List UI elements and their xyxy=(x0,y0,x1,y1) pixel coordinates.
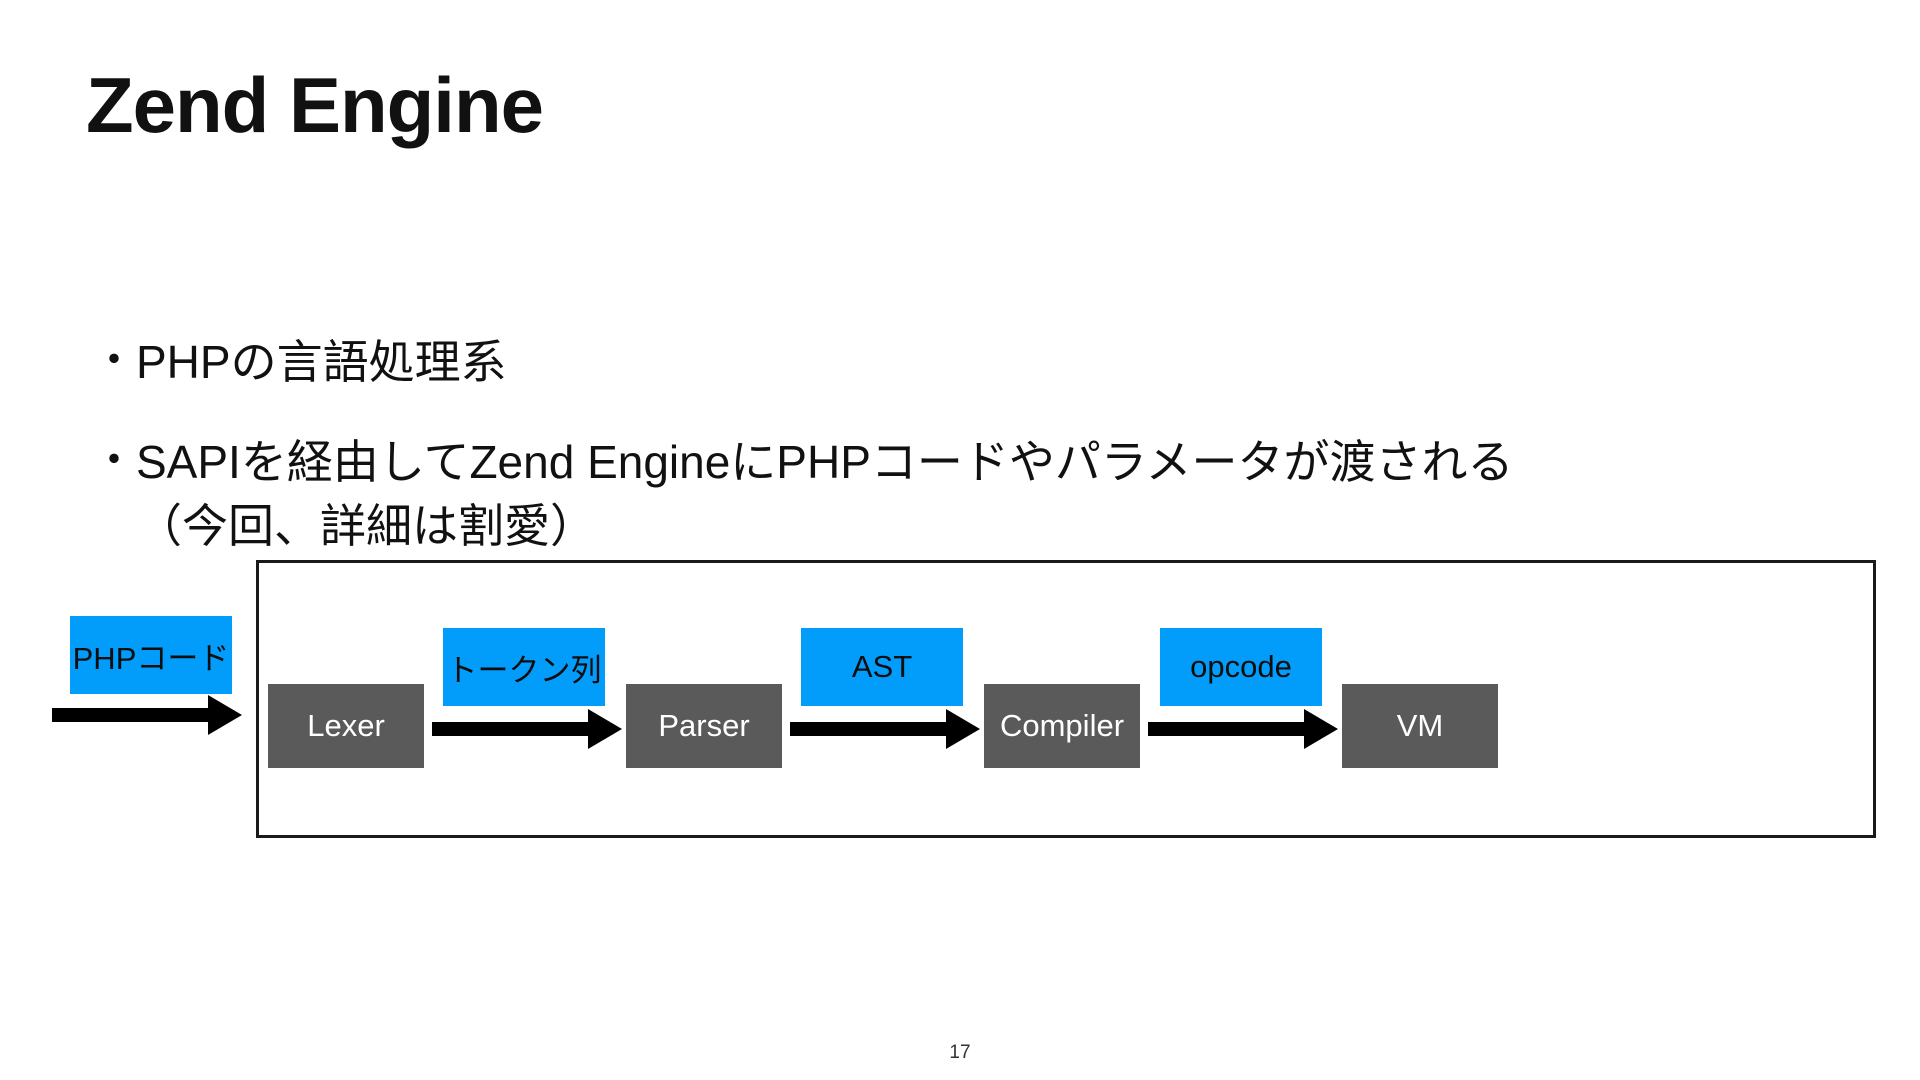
arrow-shaft xyxy=(432,722,588,736)
page-title: Zend Engine xyxy=(86,61,544,149)
zend-engine-pipeline-diagram: PHPコード トークン列 AST opcode Lexer Parser Com… xyxy=(0,560,1920,980)
arrow-head-icon xyxy=(208,695,242,735)
bullet-marker-icon: ・ xyxy=(92,436,136,485)
bullet-list: ・ PHPの言語処理系 ・ SAPIを経由してZend EngineにPHPコー… xyxy=(92,330,1792,594)
data-box-opcode: opcode xyxy=(1160,628,1322,706)
list-item: ・ PHPの言語処理系 xyxy=(92,330,1792,394)
bullet-marker-icon: ・ xyxy=(92,336,136,385)
data-box-token-stream: トークン列 xyxy=(443,628,605,706)
stage-box-vm: VM xyxy=(1342,684,1498,768)
data-box-php-code: PHPコード xyxy=(70,616,232,694)
stage-box-compiler: Compiler xyxy=(984,684,1140,768)
page-number: 17 xyxy=(949,1042,971,1063)
arrow-compiler-to-vm xyxy=(1148,709,1338,749)
arrow-input-to-lexer xyxy=(52,695,242,735)
bullet-text-1: SAPIを経由してZend EngineにPHPコードやパラメータが渡される xyxy=(136,436,1514,488)
bullet-subline-1: （今回、詳細は割愛） xyxy=(136,500,596,552)
data-box-ast: AST xyxy=(801,628,963,706)
list-item: ・ SAPIを経由してZend EngineにPHPコードやパラメータが渡される… xyxy=(92,430,1792,558)
arrow-parser-to-compiler xyxy=(790,709,980,749)
arrow-head-icon xyxy=(946,709,980,749)
arrow-head-icon xyxy=(1304,709,1338,749)
arrow-lexer-to-parser xyxy=(432,709,622,749)
arrow-shaft xyxy=(52,708,208,722)
bullet-text-0: PHPの言語処理系 xyxy=(136,336,507,388)
stage-box-lexer: Lexer xyxy=(268,684,424,768)
arrow-shaft xyxy=(1148,722,1304,736)
arrow-shaft xyxy=(790,722,946,736)
stage-box-parser: Parser xyxy=(626,684,782,768)
engine-frame-border xyxy=(256,560,1876,838)
arrow-head-icon xyxy=(588,709,622,749)
